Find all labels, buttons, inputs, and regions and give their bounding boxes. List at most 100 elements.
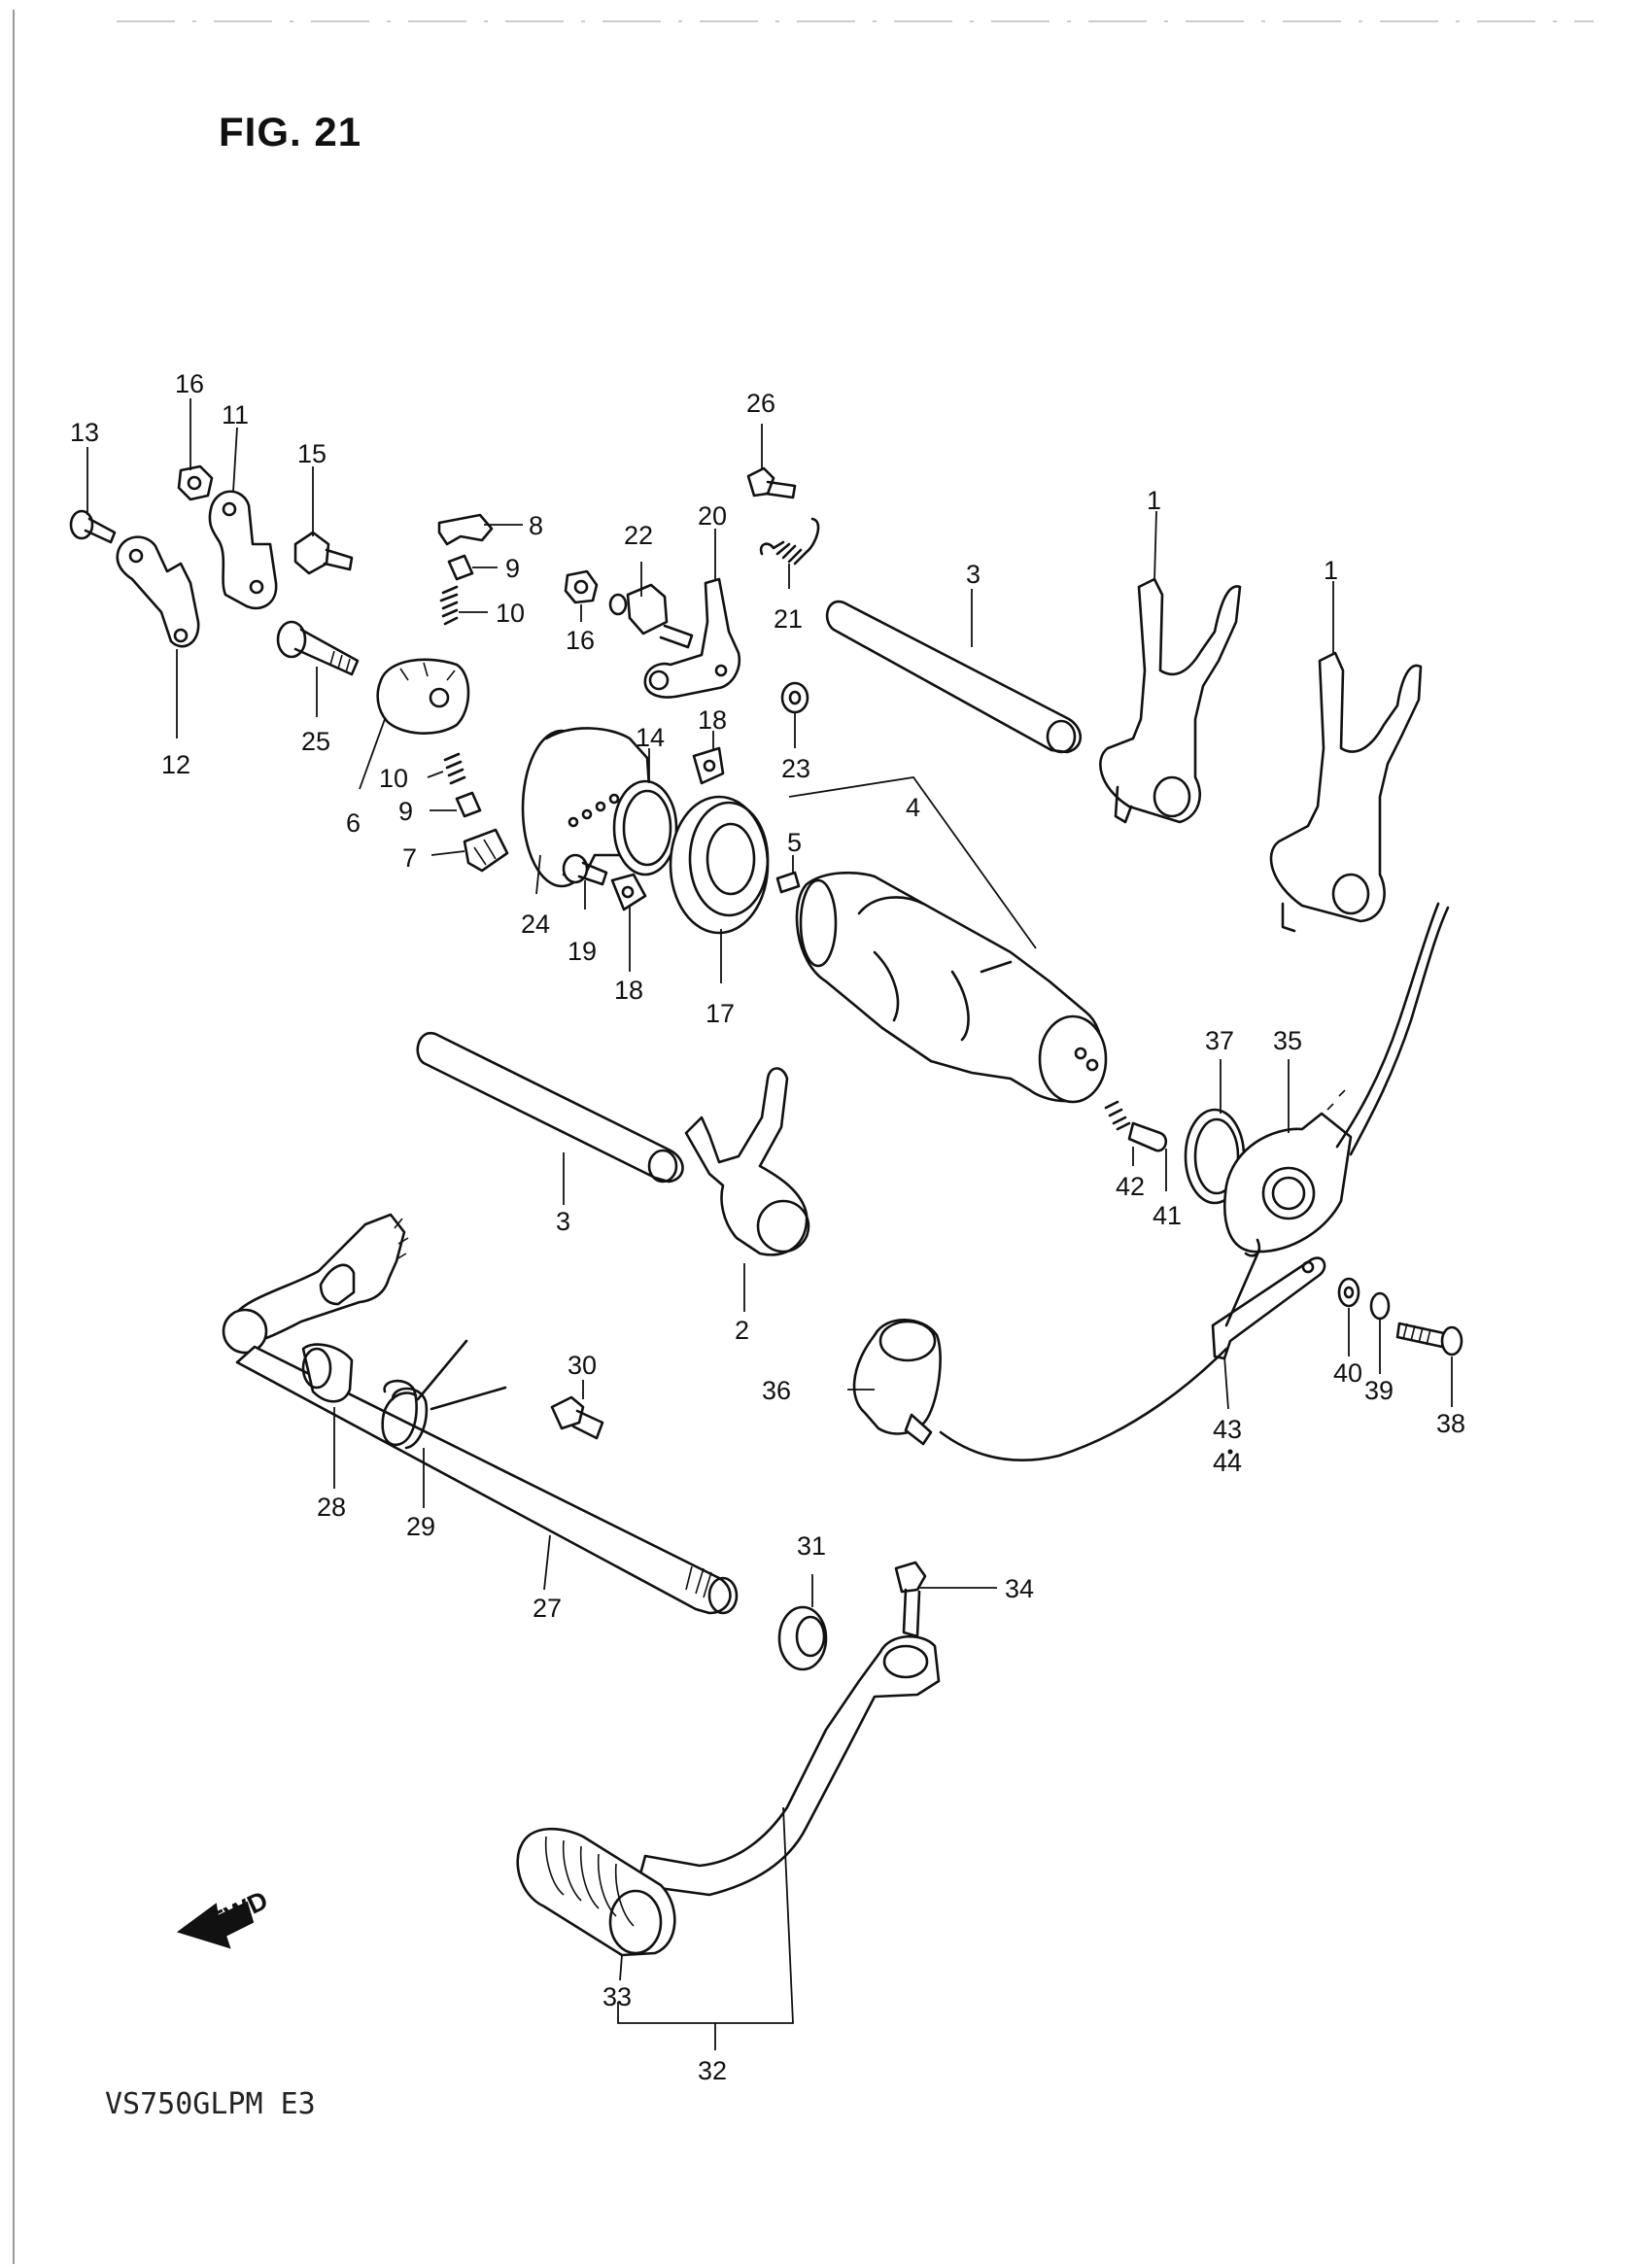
callout-20: 20 — [698, 501, 727, 531]
leader-lines — [86, 398, 1453, 2050]
part-10-spring-lower — [443, 752, 466, 785]
part-31-oil-seal — [777, 1605, 828, 1671]
callout-13: 13 — [70, 418, 99, 447]
part-14-o-ring — [612, 779, 678, 876]
callout-30: 30 — [568, 1351, 597, 1380]
callout-19: 19 — [568, 937, 597, 966]
callout-3-lower: 3 — [556, 1207, 570, 1236]
part-13-screw — [69, 509, 117, 544]
callout-36: 36 — [762, 1376, 791, 1405]
callout-10-lower: 10 — [379, 764, 408, 793]
callout-1-right: 1 — [1324, 556, 1338, 585]
callout-16: 16 — [175, 369, 204, 398]
callout-16-center: 16 — [566, 626, 595, 655]
callout-37: 37 — [1205, 1026, 1234, 1055]
part-18-plate — [692, 746, 725, 785]
part-3-fork-shaft — [825, 600, 1083, 754]
scan-border — [13, 10, 1594, 2264]
part-28-collar — [301, 1343, 354, 1403]
callout-15: 15 — [297, 439, 327, 468]
part-2-shift-fork — [684, 1067, 810, 1256]
part-30-bolt — [550, 1395, 604, 1440]
part-29-return-spring — [381, 1339, 507, 1450]
callout-27: 27 — [533, 1594, 562, 1623]
callout-40: 40 — [1333, 1358, 1362, 1388]
callout-44: 44 — [1213, 1448, 1242, 1477]
part-36-cover-cap — [852, 1318, 942, 1446]
callout-41: 41 — [1153, 1201, 1182, 1230]
part-23-washer — [780, 681, 809, 714]
part-16-nut-center — [564, 569, 599, 604]
part-27-gearshift-shaft — [222, 1213, 739, 1615]
part-15-stud — [293, 531, 354, 575]
part-10-spring — [439, 585, 459, 626]
callout-14: 14 — [636, 723, 665, 752]
part-43-44-bracket-and-lead — [939, 1248, 1326, 1461]
part-35-gear-position-switch — [1223, 902, 1450, 1257]
part-21-spring — [759, 517, 820, 566]
part-9-pin-lower — [455, 791, 482, 818]
callout-11: 11 — [222, 400, 249, 429]
callout-7: 7 — [402, 843, 417, 873]
callout-labels: 13 16 11 15 12 25 6 8 9 10 10 9 7 16 22 … — [70, 369, 1465, 2085]
part-40-washer — [1337, 1277, 1360, 1308]
part-34-bolt — [894, 1561, 927, 1638]
part-22-stud — [608, 583, 694, 649]
part-18-plate-lower — [610, 873, 647, 911]
part-1-shift-fork — [1099, 577, 1242, 824]
callout-3: 3 — [966, 560, 981, 589]
part-12-plate — [116, 535, 200, 648]
callout-35: 35 — [1273, 1026, 1302, 1055]
callout-42: 42 — [1116, 1172, 1145, 1201]
callout-4: 4 — [906, 793, 920, 822]
part-3-fork-shaft-lower — [416, 1031, 684, 1184]
callout-43-44-dot — [1227, 1449, 1233, 1455]
callout-8: 8 — [529, 511, 543, 540]
part-6-cam — [376, 658, 470, 735]
callout-2: 2 — [735, 1316, 749, 1345]
callout-18-lower: 18 — [614, 976, 643, 1005]
callout-24: 24 — [521, 910, 550, 939]
callout-22: 22 — [624, 521, 653, 550]
figure-title: FIG. 21 — [219, 109, 362, 155]
callout-21: 21 — [774, 604, 803, 634]
part-17-bearing — [669, 795, 770, 935]
callout-39: 39 — [1364, 1376, 1394, 1405]
callout-26: 26 — [746, 389, 775, 418]
part-38-screw — [1395, 1322, 1463, 1357]
callout-6: 6 — [346, 808, 361, 838]
callout-9: 9 — [505, 554, 520, 583]
part-7-pawl — [463, 828, 509, 873]
callout-23: 23 — [781, 754, 810, 783]
part-41-pin — [1127, 1121, 1168, 1152]
part-11-plate — [208, 490, 278, 610]
part-16-nut — [177, 464, 214, 501]
callout-12: 12 — [161, 750, 190, 779]
callout-33: 33 — [602, 1982, 632, 2011]
callout-5: 5 — [787, 828, 802, 857]
callout-17: 17 — [706, 999, 735, 1028]
callout-31: 31 — [797, 1531, 826, 1561]
part-9-pin — [447, 554, 474, 581]
part-26-bolt — [746, 466, 797, 499]
part-8-pawl — [437, 513, 494, 546]
part-33-pedal-rubber — [516, 1827, 676, 1957]
callout-43: 43 — [1213, 1415, 1242, 1444]
callout-29: 29 — [406, 1512, 435, 1541]
part-39-washer — [1369, 1291, 1391, 1321]
part-4-shift-drum — [795, 871, 1108, 1104]
callout-25: 25 — [301, 727, 330, 756]
part-20-stopper-arm — [643, 577, 741, 699]
part-19-bolt — [562, 853, 608, 886]
part-25-bolt — [276, 620, 360, 676]
callout-28: 28 — [317, 1493, 346, 1522]
callout-34: 34 — [1005, 1574, 1034, 1603]
callout-10: 10 — [496, 599, 525, 628]
part-32-gearshift-lever — [636, 1634, 941, 1897]
callout-1: 1 — [1147, 486, 1161, 515]
callout-18: 18 — [698, 705, 727, 735]
part-5-pin — [775, 871, 801, 894]
callout-38: 38 — [1436, 1409, 1465, 1438]
